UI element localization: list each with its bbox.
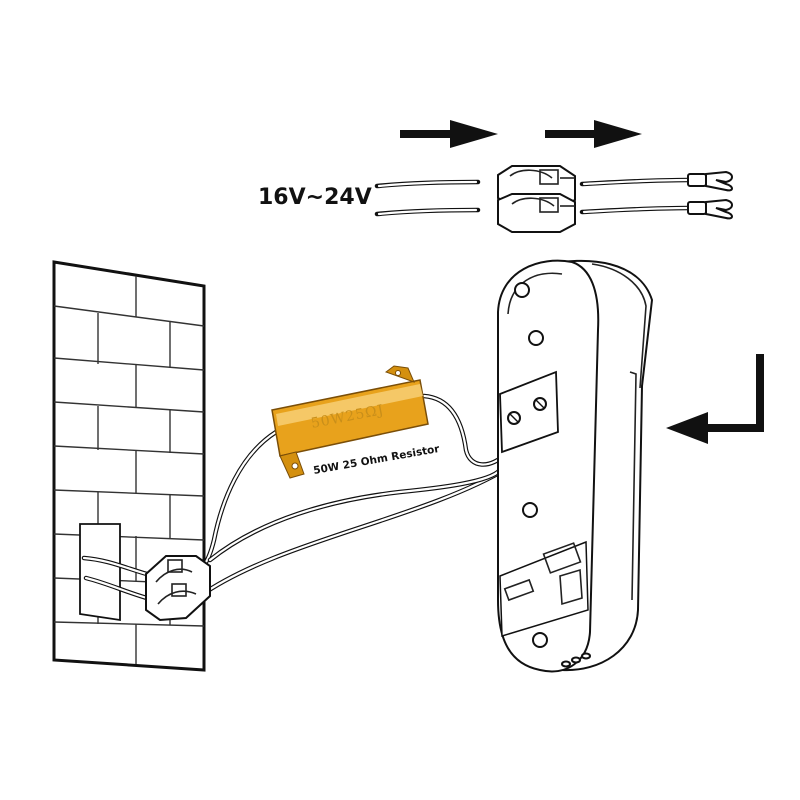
output-wires (579, 177, 693, 215)
input-wires (374, 179, 481, 217)
right-arrow-icon (400, 120, 498, 148)
doorbell-unit (497, 259, 654, 673)
resistor: 50W25ΩJ (271, 365, 515, 479)
resistor-label: 50W 25 Ohm Resistor (312, 443, 441, 477)
terminal-connector-wall (145, 555, 211, 622)
spade-terminal-icon (687, 198, 733, 220)
screw-terminal-icon (533, 397, 547, 411)
screw-terminal-icon (507, 411, 521, 425)
bent-arrow-icon (666, 354, 764, 444)
right-arrow-icon (545, 120, 642, 148)
voltage-label: 16V~24V (258, 185, 372, 210)
spade-terminal-icon (687, 170, 733, 192)
terminal-connector-top (497, 165, 576, 233)
